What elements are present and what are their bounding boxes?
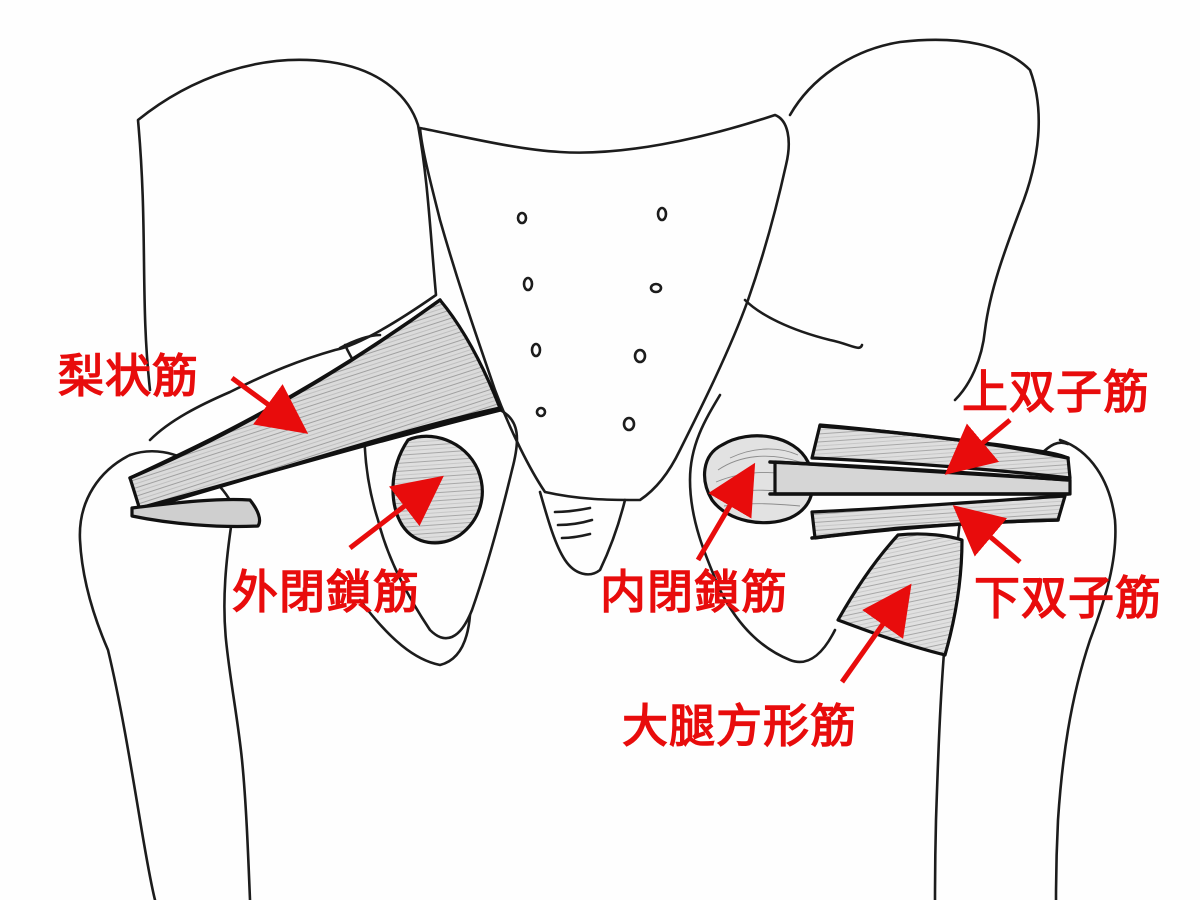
piriformis-tendon: [130, 497, 262, 529]
label-gemellus-superior: 上双子筋: [962, 365, 1150, 419]
arrow-obturator-internus: [695, 462, 756, 562]
arrow-gemellus-inferior: [952, 505, 1022, 564]
sacrum: [418, 113, 790, 502]
left-ischial-tuberosity: [358, 598, 472, 667]
label-arrows: [230, 375, 1022, 684]
coccyx: [538, 490, 627, 576]
label-obturator-internus: 内閉鎖筋: [600, 565, 788, 619]
left-femur: [78, 453, 157, 900]
piriformis-lower-edge: [138, 408, 502, 510]
label-quadratus-femoris: 大腿方形筋: [622, 699, 857, 753]
gemellus-inferior-muscle: [810, 494, 1067, 540]
obturator-externus-muscle: [391, 434, 484, 545]
label-gemellus-inferior: 下双子筋: [974, 571, 1162, 625]
arrow-piriformis: [230, 375, 309, 434]
arrow-obturator-externus: [348, 475, 444, 550]
arrow-gemellus-superior: [944, 418, 1012, 475]
coccyx-segments: [553, 506, 594, 540]
right-sciatic-notch: [688, 393, 837, 664]
right-femur-outer: [1054, 438, 1117, 900]
label-obturator-externus: 外閉鎖筋: [232, 565, 420, 619]
right-ilium-inner: [743, 298, 864, 350]
quadratus-femoris-muscle: [836, 532, 964, 657]
right-ilium: [788, 38, 1041, 402]
label-piriformis: 梨状筋: [58, 349, 199, 403]
gemellus-inferior-edge: [810, 518, 1060, 540]
arrow-quadratus-femoris: [839, 583, 912, 684]
left-spine-notch: [338, 333, 382, 350]
left-femur-inner: [223, 518, 252, 900]
internus-tendon-upper: [768, 460, 1070, 482]
sacral-foramina: [516, 206, 668, 432]
